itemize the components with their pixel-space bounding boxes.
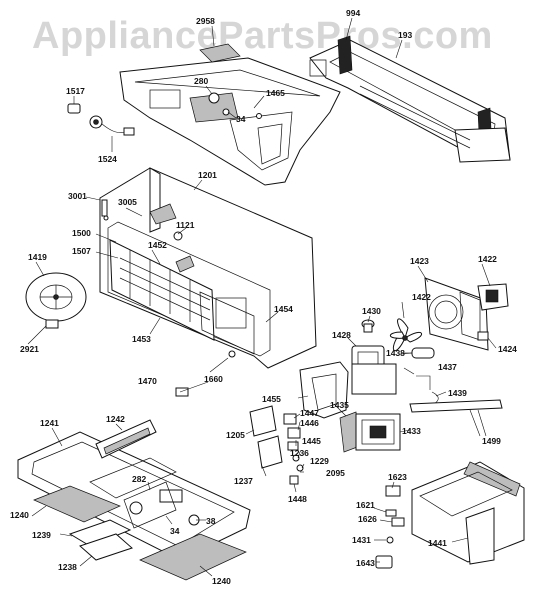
part-label-1121: 1121 [176, 220, 195, 230]
part-label-1517: 1517 [66, 86, 85, 96]
part-label-1623: 1623 [388, 472, 407, 482]
outer-panel-drawing [17, 419, 251, 561]
magnetron-drawing [351, 363, 397, 395]
part-label-193: 193 [398, 30, 412, 40]
part-label-2095: 2095 [326, 468, 345, 478]
part-label-1240-bottom: 1240 [212, 576, 231, 586]
part-label-1242: 1242 [106, 414, 125, 424]
lamp-lens-drawing [68, 519, 132, 547]
part-label-1470: 1470 [138, 376, 157, 386]
part-label-282: 282 [132, 474, 146, 484]
leader-lines [27, 17, 497, 577]
part-label-1448: 1448 [288, 494, 307, 504]
turntable-drawing [25, 272, 87, 329]
part-label-34-bottom: 34 [170, 526, 180, 536]
duct-assembly-drawing [119, 57, 341, 186]
control-panel-drawing [411, 461, 525, 565]
part-label-1205: 1205 [226, 430, 245, 440]
part-label-1643: 1643 [356, 558, 375, 568]
diode-drawing [404, 347, 435, 359]
fuse-wire [416, 375, 431, 390]
part-label-1438: 1438 [386, 348, 405, 358]
part-label-3001: 3001 [68, 191, 87, 201]
part-label-1423: 1423 [410, 256, 429, 266]
part-label-1626: 1626 [358, 514, 377, 524]
part-label-1524: 1524 [98, 154, 117, 164]
part-label-1241: 1241 [40, 418, 59, 428]
part-label-1499: 1499 [482, 436, 501, 446]
fuse-holder [67, 103, 81, 114]
part-label-34-top: 34 [236, 114, 246, 124]
fan-bracket-drawing [424, 277, 509, 351]
thermal-cutout-with-wire [89, 115, 135, 136]
hinge-pin [175, 387, 189, 397]
part-label-1454: 1454 [274, 304, 293, 314]
part-label-1201: 1201 [198, 170, 217, 180]
part-label-1507: 1507 [72, 246, 91, 256]
lamp-socket [228, 350, 236, 358]
part-label-1445: 1445 [302, 436, 321, 446]
part-label-280: 280 [194, 76, 208, 86]
switch-body [257, 435, 283, 469]
part-label-2958: 2958 [196, 16, 215, 26]
thermal-protector-drawing [361, 319, 375, 333]
part-label-1229: 1229 [310, 456, 329, 466]
part-label-1437: 1437 [438, 362, 457, 372]
grease-filter-right [139, 533, 247, 581]
lamp-cover-drawing [79, 533, 133, 561]
part-label-1419: 1419 [28, 252, 47, 262]
part-label-1455: 1455 [262, 394, 281, 404]
fan-blade-drawing [389, 318, 422, 351]
part-label-994: 994 [346, 8, 360, 18]
part-label-1441: 1441 [428, 538, 447, 548]
part-label-1433: 1433 [402, 426, 421, 436]
air-guide-inner [311, 373, 337, 411]
transformer-drawing [339, 411, 401, 453]
part-label-1435: 1435 [330, 400, 349, 410]
fuse-1621 [385, 509, 397, 517]
part-label-1240-left: 1240 [10, 510, 29, 520]
part-label-1660: 1660 [204, 374, 223, 384]
part-label-3005: 3005 [118, 197, 137, 207]
switch-assembly-drawing [249, 405, 304, 485]
part-label-38: 38 [206, 516, 216, 526]
relay-1623 [385, 485, 401, 497]
charcoal-filter-pad [199, 43, 241, 63]
part-label-1447: 1447 [300, 408, 319, 418]
mounting-bar [409, 399, 503, 413]
part-label-1236: 1236 [290, 448, 309, 458]
part-label-1238: 1238 [58, 562, 77, 572]
watermark-text: AppliancePartsPros.com [32, 15, 493, 57]
part-label-1430: 1430 [362, 306, 381, 316]
part-label-1439: 1439 [448, 388, 467, 398]
part-label-2921: 2921 [20, 344, 39, 354]
grease-filter-left [33, 485, 121, 523]
part-label-1428: 1428 [332, 330, 351, 340]
screw-1431 [386, 536, 394, 544]
part-number-labels: 2958 994 193 1517 280 1465 34 1524 3001 … [10, 8, 517, 586]
part-label-1465: 1465 [266, 88, 285, 98]
part-label-1453: 1453 [132, 334, 151, 344]
part-label-1237: 1237 [234, 476, 253, 486]
part-label-1500: 1500 [72, 228, 91, 238]
part-label-1422-top: 1422 [478, 254, 497, 264]
part-label-1431: 1431 [352, 535, 371, 545]
oven-cavity-drawing [99, 167, 317, 369]
part-label-1424: 1424 [498, 344, 517, 354]
part-label-1452: 1452 [148, 240, 167, 250]
part-label-1621: 1621 [356, 500, 375, 510]
part-label-1422-blade: 1422 [412, 292, 431, 302]
mounting-clip [477, 331, 489, 341]
holder-1626 [391, 517, 405, 527]
cutout-wire [431, 391, 439, 405]
part-label-1239: 1239 [32, 530, 51, 540]
part-label-1446: 1446 [300, 418, 319, 428]
rear-bracket-drawing [309, 35, 511, 163]
screw-stud [101, 199, 108, 217]
